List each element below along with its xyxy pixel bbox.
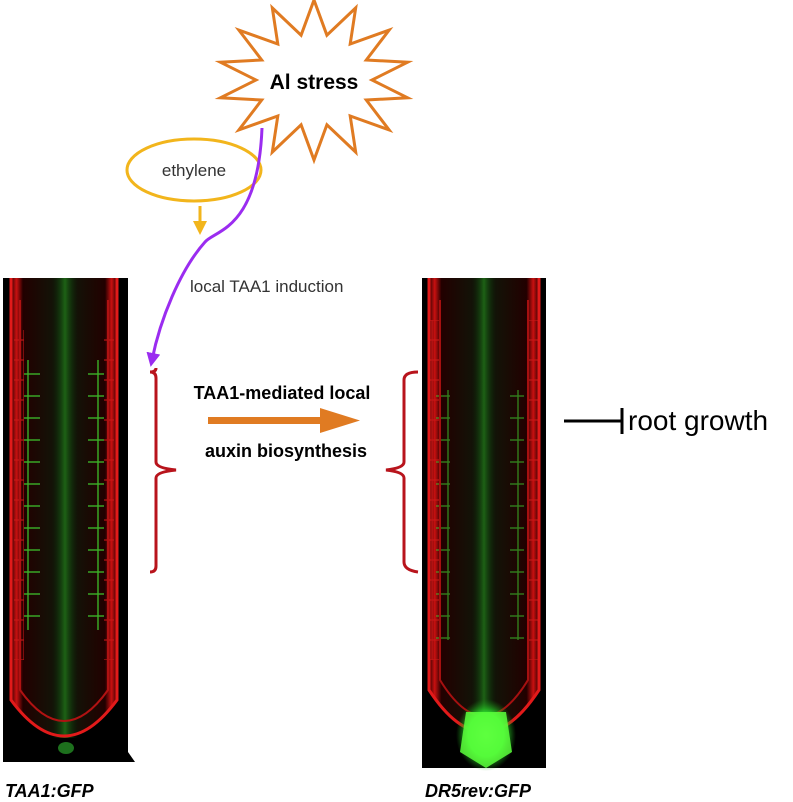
process-label-line2: auxin biosynthesis bbox=[205, 441, 367, 461]
stress-induction-arrow bbox=[146, 127, 264, 367]
right-bracket bbox=[385, 370, 419, 574]
induction-label: local TAA1 induction bbox=[190, 277, 343, 296]
process-label-line1: TAA1-mediated local bbox=[194, 383, 371, 403]
al-stress-label: Al stress bbox=[270, 71, 359, 94]
right-panel-caption: DR5rev:GFP bbox=[425, 781, 532, 801]
taa1-gfp-micrograph bbox=[3, 278, 135, 762]
root-growth-label: root growth bbox=[628, 405, 768, 436]
inhibition-symbol bbox=[564, 408, 624, 434]
ethylene-node: ethylene bbox=[125, 137, 263, 203]
process-arrow bbox=[208, 408, 360, 433]
dr5rev-gfp-micrograph bbox=[422, 278, 546, 771]
left-panel-caption: TAA1:GFP bbox=[5, 781, 95, 801]
left-bracket bbox=[149, 367, 177, 574]
ethylene-label: ethylene bbox=[162, 161, 226, 180]
al-stress-burst: Al stress bbox=[214, 0, 414, 165]
